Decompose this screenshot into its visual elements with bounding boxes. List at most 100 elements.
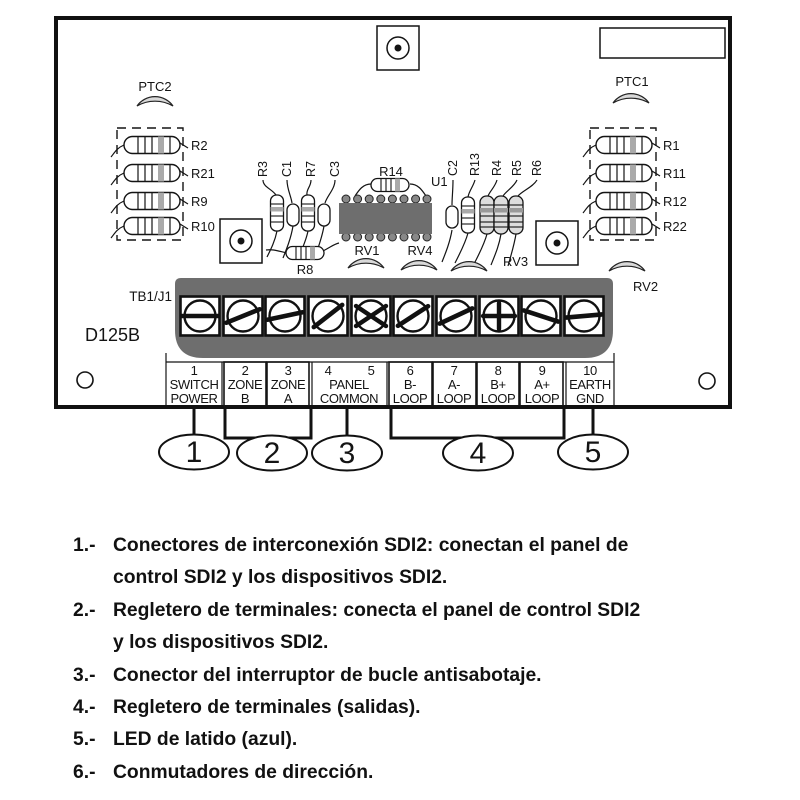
legend-item-text: Conmutadores de dirección.	[113, 761, 374, 783]
mount-hole-left	[219, 218, 263, 264]
screw-slot	[224, 306, 262, 326]
terminal-block-tb1: TB1/J1	[129, 278, 613, 358]
screw-slot	[395, 303, 431, 329]
component-r8	[285, 245, 325, 261]
legend-item-text: Conectores de interconexión SDI2: conect…	[113, 535, 629, 589]
left-resistor-group: R2 R21 R9 R10	[110, 127, 215, 241]
address-switch-area	[599, 27, 726, 59]
right-group-leads	[582, 142, 661, 239]
legend-item-5: 5.- LED de latido (azul).	[73, 724, 733, 756]
terminal-10-line1: EARTH	[569, 377, 611, 392]
component-r7	[300, 194, 316, 232]
chip-u1	[339, 194, 432, 242]
terminal-6-line1: B-	[404, 377, 416, 392]
resistor-r9	[123, 191, 181, 211]
mount-hole-top	[376, 25, 420, 71]
r8-label: R8	[297, 262, 314, 277]
legend-item-4: 4.- Regletero de terminales (salidas).	[73, 692, 733, 724]
mid-left-leads	[262, 179, 336, 261]
legend-item-text: Regletero de terminales: conecta el pane…	[113, 599, 641, 654]
legend-item-1: 1.- Conectores de interconexión SDI2: co…	[73, 530, 733, 595]
terminal-7-line2: LOOP	[437, 391, 472, 406]
component-r13	[460, 196, 476, 234]
corner-hole-left	[76, 371, 94, 389]
r11-label: R11	[663, 166, 686, 181]
terminal-3-line1: ZONE	[271, 377, 306, 392]
circuit-board-diagram: PTC2 PTC1 R2 R21 R9 R10	[54, 16, 732, 472]
resistor-r21	[123, 163, 181, 183]
callouts: 1 2 3 4 5	[158, 407, 629, 472]
legend-item-number: 3.-	[73, 664, 96, 686]
legend-item-number: 2.-	[73, 599, 96, 621]
legend-item-2: 2.- Regletero de terminales: conecta el …	[73, 595, 733, 660]
terminal-3-line2: A	[284, 391, 293, 406]
resistor-r11	[595, 163, 653, 183]
terminal-10-num: 10	[583, 363, 597, 378]
legend-list: 1.- Conectores de interconexión SDI2: co…	[73, 530, 733, 789]
legend-item-number: 4.-	[73, 697, 96, 719]
resistor-r12	[595, 191, 653, 211]
screw-slot	[353, 303, 389, 329]
ic-area: R14 U1	[339, 164, 448, 242]
callout-lines	[192, 407, 595, 440]
screw-slot	[480, 300, 518, 332]
screw-slot	[563, 312, 605, 320]
resistor-r10	[123, 216, 181, 236]
terminal-6-line2: LOOP	[393, 391, 428, 406]
terminal-2-line1: ZONE	[228, 377, 263, 392]
r7-label: R7	[304, 161, 318, 177]
resistor-r2	[123, 135, 181, 155]
terminal-45-line1: PANEL	[329, 377, 369, 392]
terminal-8-num: 8	[495, 363, 502, 378]
terminal-6-num: 6	[407, 363, 414, 378]
r4-label: R4	[490, 160, 504, 176]
resistor-r22	[595, 216, 653, 236]
screw-slot	[311, 302, 345, 330]
r1-label: R1	[663, 138, 680, 153]
right-group-dashed-box	[589, 127, 657, 241]
r22-label: R22	[663, 219, 687, 234]
terminal-10-line2: GND	[576, 391, 604, 406]
tb1-j1-label: TB1/J1	[129, 289, 172, 304]
terminal-1-line2: POWER	[170, 391, 217, 406]
terminal-7-line1: A-	[448, 377, 460, 392]
terminal-3-num: 3	[285, 363, 292, 378]
resistor-r1	[595, 135, 653, 155]
terminal-9-line1: A+	[534, 377, 549, 392]
callout-3: 3	[339, 437, 356, 470]
terminal-labels: 1 SWITCH POWER 2 ZONE B 3 ZONE A 4 5 PAN…	[170, 363, 612, 406]
r12-label: R12	[663, 194, 687, 209]
r5-label: R5	[510, 160, 524, 176]
terminal-45-line2: COMMON	[320, 391, 378, 406]
board-model-label: D125B	[85, 325, 140, 345]
terminal-label-row: 1 SWITCH POWER 2 ZONE B 3 ZONE A 4 5 PAN…	[165, 353, 615, 407]
legend-item-6: 6.- Conmutadores de dirección.	[73, 757, 733, 789]
legend-item-text: LED de latido (azul).	[113, 729, 298, 751]
mid-left-components: R3 C1 R7 C3	[256, 161, 342, 261]
c1-label: C1	[280, 161, 294, 177]
screw-slot	[265, 309, 305, 323]
r8-leads	[265, 242, 340, 254]
r13-label: R13	[468, 153, 482, 176]
rv3-label: RV3	[503, 254, 528, 269]
callout-2: 2	[264, 437, 281, 470]
r10-label: R10	[191, 219, 215, 234]
ptc1-label: PTC1	[615, 74, 648, 89]
terminal-1-line1: SWITCH	[170, 377, 219, 392]
terminal-4-num: 4	[325, 363, 332, 378]
r6-label: R6	[530, 160, 544, 176]
component-r6	[508, 195, 524, 235]
mid-right-leads	[441, 179, 538, 267]
mid-right-components: C2 R13 R4 R5 R6	[441, 153, 544, 267]
c3-label: C3	[328, 161, 342, 177]
ptc2: PTC2	[136, 79, 174, 107]
component-r14	[370, 177, 410, 193]
component-c2	[445, 205, 459, 229]
legend-item-3: 3.- Conector del interruptor de bucle an…	[73, 660, 733, 692]
chip-pins	[341, 194, 432, 242]
legend-item-number: 5.-	[73, 729, 96, 751]
legend-item-text: Regletero de terminales (salidas).	[113, 697, 421, 719]
left-group-leads	[110, 142, 189, 239]
callout-ovals: 1 2 3 4 5	[158, 433, 629, 472]
